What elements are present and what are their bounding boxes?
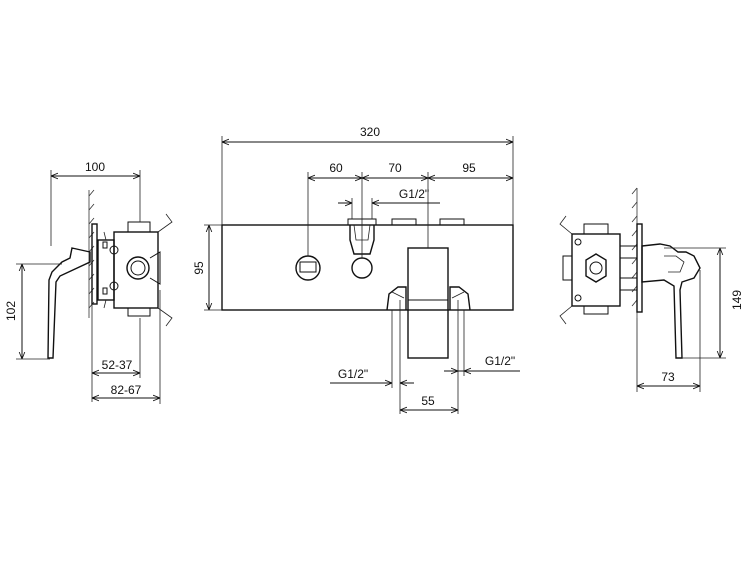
handle-detail	[664, 255, 685, 273]
cover-plate-front	[221, 224, 514, 311]
front-view: 320 60 70 95 G1/2" 95 G1/2"	[192, 125, 520, 414]
dim-label-height-front: 95	[192, 261, 206, 275]
spout	[407, 247, 449, 359]
screw-top	[102, 241, 108, 249]
dim-label-inner: 52-37	[102, 358, 133, 372]
handle-right	[641, 243, 701, 359]
dim-label-seg-2: 70	[388, 161, 402, 175]
cover-plate	[91, 223, 98, 305]
mixer-circle	[351, 257, 373, 279]
dim-label-width: 320	[360, 125, 380, 139]
dim-label-outer: 82-67	[111, 383, 142, 397]
diverter-knob	[299, 261, 317, 273]
top-bracket-b	[439, 218, 465, 226]
thread-label-bottom-right: G1/2"	[485, 354, 515, 368]
hex-bore	[589, 261, 603, 275]
connector-bottom	[619, 277, 638, 291]
cartridge-outer	[126, 256, 150, 280]
valve-body-front	[97, 239, 115, 301]
right-side-view: 149 73	[559, 187, 744, 392]
screw-bottom	[102, 287, 108, 295]
dim-label-depth-right: 73	[661, 370, 675, 384]
cover-plate-right	[636, 223, 643, 313]
top-bracket-a	[391, 218, 417, 226]
bottom-fitting	[127, 307, 151, 317]
dim-label-spacing: 55	[421, 394, 435, 408]
dim-label-seg-1: 60	[329, 161, 343, 175]
bracket-pins	[103, 231, 107, 309]
port-top	[109, 245, 119, 255]
mounting-bracket	[157, 213, 173, 327]
left-side-view: 100 102 52-37 82-67	[4, 160, 173, 404]
top-fitting-right	[583, 223, 609, 235]
thread-label-bottom-left: G1/2"	[338, 367, 368, 381]
bottom-fitting-right-view	[583, 305, 609, 315]
top-fitting	[127, 221, 151, 233]
thread-label-top: G1/2"	[399, 187, 429, 201]
wall-hatching-right	[631, 187, 638, 307]
dim-label-depth: 100	[85, 160, 105, 174]
dim-label-seg-3: 95	[462, 161, 476, 175]
valve-body	[113, 231, 159, 309]
dim-label-height: 102	[4, 301, 18, 321]
port-bottom	[109, 281, 119, 291]
side-port	[149, 251, 161, 285]
cartridge-inner	[130, 260, 146, 276]
mounting-bracket-right	[559, 215, 573, 325]
bottom-fitting-left	[386, 286, 407, 311]
dim-label-height-right: 149	[730, 290, 744, 310]
hex-nut	[585, 253, 607, 283]
left-port-right	[562, 255, 573, 281]
bottom-fitting-right	[449, 286, 471, 311]
connector-top	[619, 245, 638, 259]
lever-handle	[47, 247, 91, 359]
